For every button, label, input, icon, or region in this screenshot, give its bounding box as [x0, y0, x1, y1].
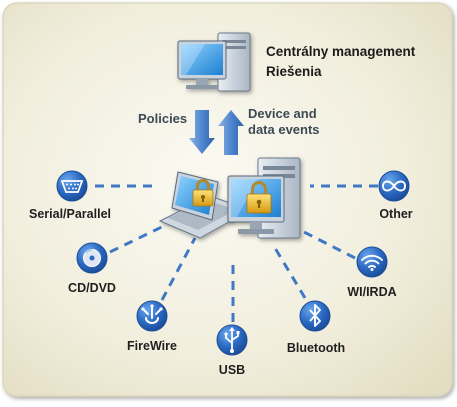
device-label-serial: Serial/Parallel [28, 207, 112, 221]
connector-firewire [160, 237, 197, 301]
device-label-wireless: WI/IRDA [347, 285, 397, 299]
policies-label: Policies [138, 111, 188, 126]
policies-arrow-icon [189, 110, 215, 154]
computer-lock-icon [246, 181, 272, 214]
bluetooth-icon [299, 300, 331, 332]
connector-lines [95, 184, 378, 322]
infinity-icon [378, 170, 410, 202]
firewire-icon [136, 300, 168, 332]
events-label: Device and data events [248, 106, 320, 138]
management-title-line1: Centrálny management [266, 44, 416, 59]
wireless-icon [356, 246, 388, 278]
events-arrow-icon [218, 110, 244, 155]
management-title: Centrálny management Riešenia [266, 42, 415, 82]
connector-bluetooth [273, 247, 307, 299]
events-label-line2: data events [248, 122, 320, 137]
device-label-usb: USB [218, 363, 246, 377]
device-label-other: Other [379, 207, 413, 221]
events-label-line1: Device and [248, 106, 317, 121]
connector-cd-dvd [109, 221, 171, 254]
management-computer-icon [177, 32, 251, 92]
cd-dvd-icon [76, 242, 108, 274]
device-label-cd-dvd: CD/DVD [68, 281, 116, 295]
serial-port-icon [56, 170, 88, 202]
device-label-firewire: FireWire [127, 339, 177, 353]
management-title-line2: Riešenia [266, 64, 322, 79]
device-label-bluetooth: Bluetooth [286, 341, 346, 355]
laptop-lock-icon [192, 179, 214, 207]
usb-icon [216, 324, 248, 356]
connector-wireless [299, 228, 356, 260]
